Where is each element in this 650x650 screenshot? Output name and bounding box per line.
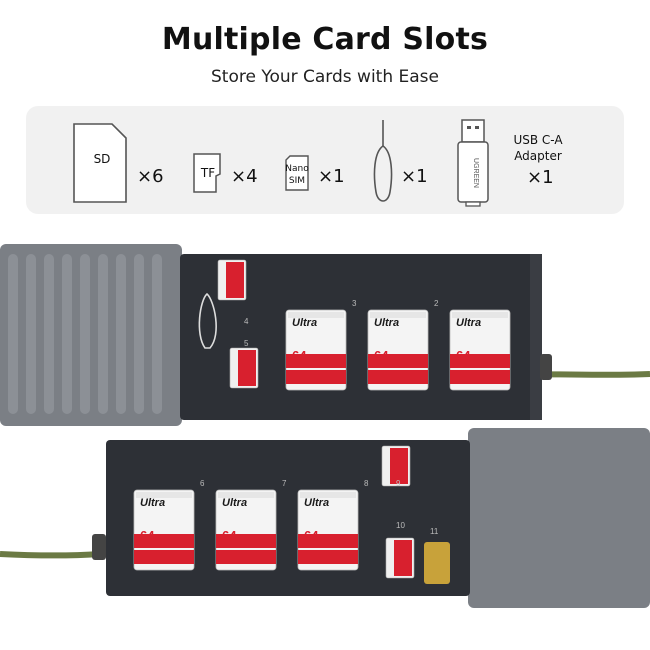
svg-text:64: 64 (304, 528, 319, 543)
page-subtitle: Store Your Cards with Ease (210, 67, 439, 87)
svg-text:10: 10 (396, 521, 405, 530)
tf-card-count: ×4 (231, 166, 258, 187)
svg-text:Ultra: Ultra (456, 317, 481, 329)
svg-text:9: 9 (396, 479, 401, 488)
svg-text:Ultra: Ultra (140, 497, 165, 509)
card-case-photo: Ultra Ultra Ultra 64 64 64 2 3 4 5 Ultra… (0, 244, 650, 608)
tf-card-icon (192, 152, 224, 194)
nano-sim-label-line1: Nano (285, 164, 309, 174)
svg-text:3: 3 (352, 299, 357, 308)
usb-adapter-count: ×1 (527, 167, 554, 188)
svg-text:4: 4 (244, 317, 249, 326)
svg-text:11: 11 (430, 527, 439, 536)
svg-text:Ultra: Ultra (222, 497, 247, 509)
svg-text:64: 64 (222, 528, 237, 543)
nano-sim-count: ×1 (318, 166, 345, 187)
sim-pin-count: ×1 (401, 166, 428, 187)
usb-adapter-label: USB C-A Adapter (513, 133, 563, 163)
sd-card-label: SD (93, 152, 111, 166)
sim-eject-pin-icon (370, 118, 396, 210)
svg-text:8: 8 (364, 479, 369, 488)
svg-text:UGREEN: UGREEN (472, 158, 479, 188)
sd-card-icon (72, 122, 128, 204)
tf-card-label: TF (200, 166, 216, 180)
nano-sim-label-line2: SIM (288, 176, 306, 186)
svg-text:Ultra: Ultra (304, 497, 329, 509)
usb-adapter-brand: UGREEN (472, 158, 479, 188)
svg-text:6: 6 (200, 479, 205, 488)
svg-text:Ultra: Ultra (374, 317, 399, 329)
page-title: Multiple Card Slots (161, 22, 489, 57)
svg-text:64: 64 (456, 348, 471, 363)
sd-card-count: ×6 (137, 166, 164, 187)
svg-text:Ultra: Ultra (292, 317, 317, 329)
usb-adapter-icon (456, 118, 492, 208)
nano-sim-icon (284, 154, 310, 192)
svg-text:2: 2 (434, 299, 439, 308)
svg-text:64: 64 (374, 348, 389, 363)
svg-text:64: 64 (140, 528, 155, 543)
svg-text:64: 64 (292, 348, 307, 363)
svg-text:7: 7 (282, 479, 287, 488)
svg-text:5: 5 (244, 339, 249, 348)
